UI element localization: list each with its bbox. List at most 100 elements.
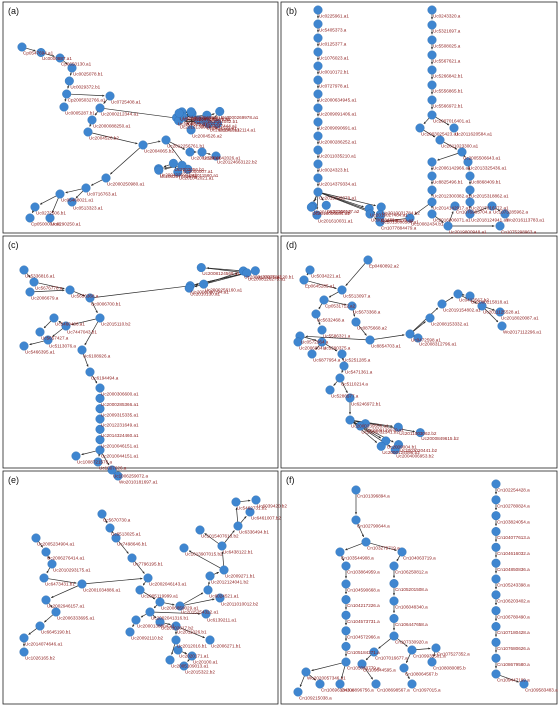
patent-node [35,621,45,631]
patent-node-label: Uc1076023.a1 [319,56,349,61]
edge [313,195,317,203]
edge [184,598,215,606]
patent-node-label: Uc1073285962.a [493,210,528,215]
patent-node-label: Uc5321697.a [433,29,461,34]
edge [134,561,145,574]
patent-node [205,635,215,645]
edge [26,47,36,52]
patent-node-label: Cp0547694.a1 [23,51,54,56]
patent-node-label: Uc2000105120.b1 [256,274,294,279]
patent-node-label: Uc2005234904.a1 [37,542,75,547]
edge [164,622,171,626]
patent-node-label: Uc5466395.a1 [25,350,55,355]
edge [92,132,138,145]
patent-node-label: Uc0029372.b1 [70,85,100,90]
patent-node-label: Uc8825496.b1 [433,180,463,185]
panel-f-graph: Cn101396894.aCn102790644.aCn103279719.aC… [293,479,558,701]
patent-node [179,543,189,553]
patent-node [313,131,323,141]
edge [341,555,345,561]
patent-node [171,621,181,631]
patent-node [389,614,399,624]
edge [212,114,218,120]
patent-node [337,285,347,295]
patent-node-label: Uc2010044151.a1 [101,454,139,459]
patent-node [313,117,323,127]
patent-node-label: Cn103864959.a [347,570,380,575]
patent-node [425,313,435,323]
patent-node-label: Uc0024323.b1 [319,168,349,173]
edge [316,196,319,210]
patent-node [363,255,373,265]
patent-node-label: Uc2000124096.b2 [382,450,420,455]
patent-node [365,209,375,219]
patent-node [427,110,437,120]
edge [164,602,175,606]
patent-node [313,173,323,183]
patent-node [85,367,95,377]
patent-node [95,393,105,403]
patent-node [31,533,41,543]
patent-node [299,275,309,285]
patent-node-label: Cn104077613.a [497,535,530,540]
patent-node [465,197,475,207]
patent-node-label: Cn104217226.a [347,603,380,608]
edge [94,111,98,116]
patent-node-label: Uc2011023300.a1 [441,144,479,149]
patent-node [95,313,105,323]
patent-node-label: Uc2004209022.a1 [184,121,222,126]
patent-node-label: Uc2000042026.a1 [203,156,241,161]
edge [396,555,401,562]
patent-node [30,202,40,212]
patent-node [311,309,321,319]
patent-node-label: Cn107016677.a [375,656,408,661]
patent-node [341,610,351,620]
patent-node [405,213,415,223]
edge [318,303,323,310]
patent-node-label: Uc10082434.b1 [411,222,444,227]
patent-node-label: Uc5336816.a1 [25,274,55,279]
patent-node [405,329,415,339]
patent-node-label: Uc2000215818.a1 [471,300,509,305]
patent-node-label: Wo2017112296.a1 [503,330,542,335]
edge [86,577,143,584]
patent-node [205,571,215,581]
patent-node-label: Cn106250812.a [395,570,428,575]
patent-node-label: Uc2000088250.a1 [93,124,131,129]
patent-node-label: Cn108679580.a [497,662,530,667]
patent-node [431,643,441,653]
edge [325,343,338,352]
patent-node [186,125,196,135]
patent-node [491,669,501,679]
patent-node-label: Uc2011560.a1 [189,173,219,178]
patent-node [49,313,59,323]
edge [38,282,65,290]
patent-node-label: Uc2014379334.a1 [319,182,357,187]
patent-node [495,221,505,231]
edge [437,153,459,161]
patent-node [95,103,105,113]
patent-node-label: Uc2006142966.a1 [433,166,471,171]
patent-node [199,279,209,289]
edge [90,179,103,186]
patent-node-label: Cn104616032.a [497,551,530,556]
patent-node-label: Uc2008125402.a1 [180,117,218,122]
patent-node [313,5,323,15]
edge [345,263,366,286]
patent-node-label: Uc2009271.b1 [225,574,255,579]
patent-node [407,679,417,689]
patent-node [341,579,351,589]
patent-node [97,509,107,519]
patent-node-label: Uc5266842.b1 [433,74,463,79]
patent-node-label: Uc5460466.a1 [55,322,85,327]
edge [179,627,205,639]
patent-node [47,559,57,569]
patent-node-label: Uc2002047.a1 [210,127,240,132]
edge [423,117,430,125]
patent-node [389,596,399,606]
edge [75,190,84,199]
patent-node-label: Uc2010293175.a1 [53,568,91,573]
patent-node-label: Uc2011010012.b2 [221,602,259,607]
patent-node [105,523,115,533]
patent-node-label: Cn1097015.a [413,688,441,693]
